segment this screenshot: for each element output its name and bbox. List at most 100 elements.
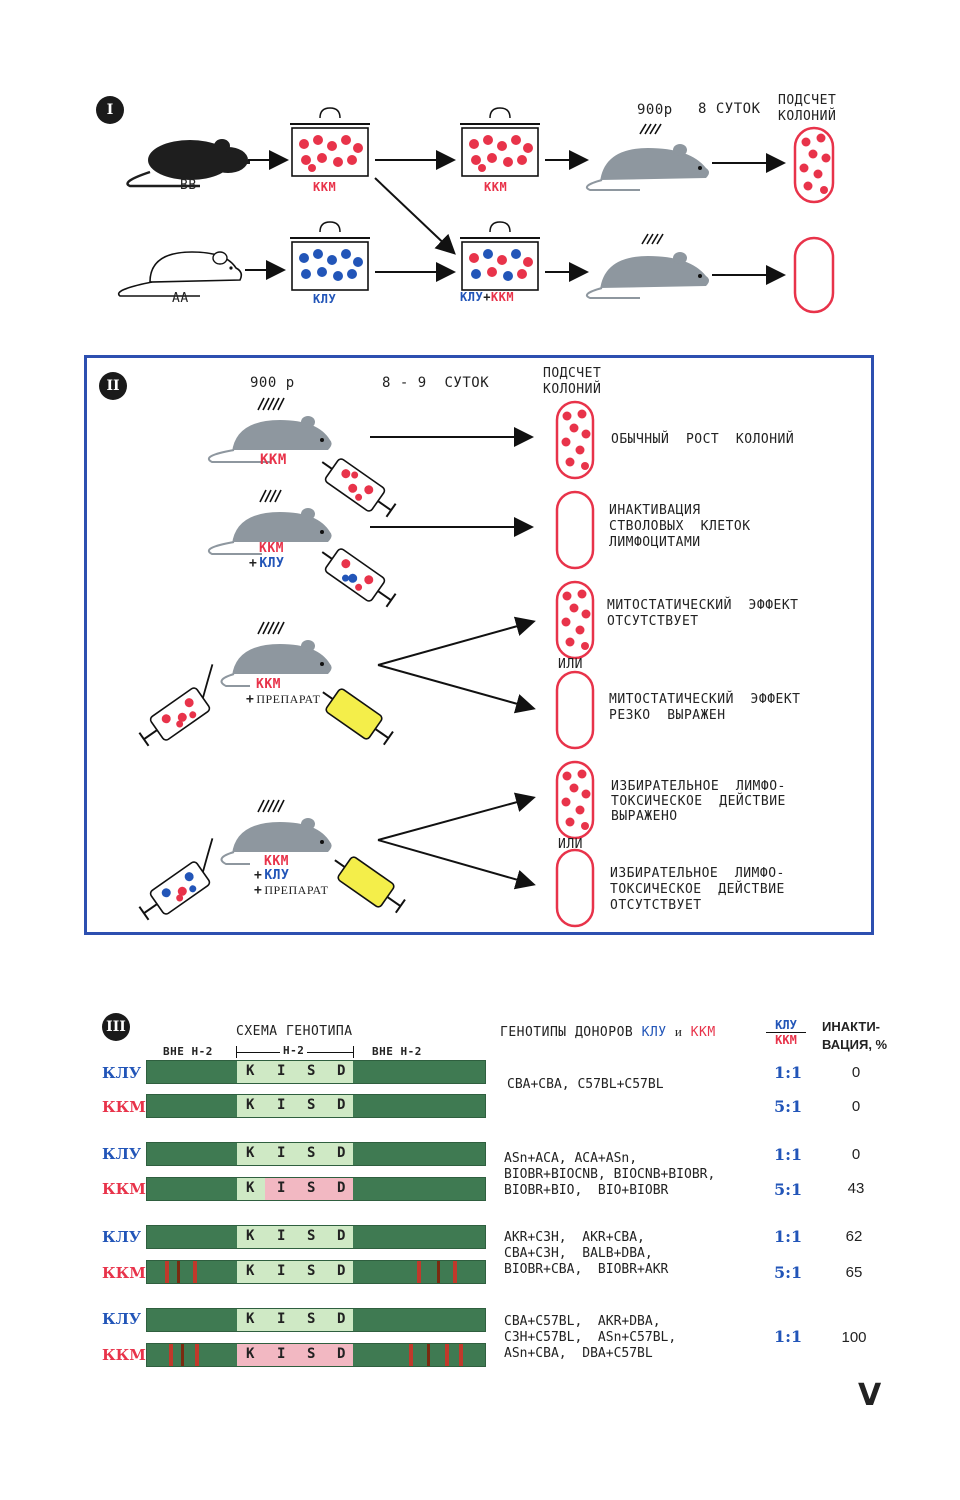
colony-count-label-2: ПОДСЧЕТ КОЛОНИЙ <box>543 366 602 397</box>
row2-klu-label: КЛУ <box>259 556 285 571</box>
inactivation-value: 0 <box>851 1146 861 1163</box>
section-2-diagram <box>138 397 595 928</box>
locus-d: D <box>337 1263 346 1279</box>
mouse-bb-label: BB <box>180 178 197 193</box>
spleen-colonies-icon-2 <box>555 580 595 660</box>
row-kkm-label: ККМ <box>102 1264 146 1282</box>
days-label: 8 СУТОК <box>698 101 761 117</box>
row4-result-a: ИЗБИРАТЕЛЬНОЕ ЛИМФО- ТОКСИЧЕСКОЕ ДЕЙСТВИ… <box>611 779 786 824</box>
locus-d: D <box>337 1145 346 1161</box>
spleen-empty-icon-3 <box>555 848 595 928</box>
locus-k: K <box>246 1180 255 1196</box>
locus-d: D <box>337 1346 346 1362</box>
row4-klu-line: +КЛУ <box>254 869 328 883</box>
dose-label: 900р <box>637 102 673 118</box>
h2-range: Н-2 <box>236 1044 354 1060</box>
grey-mouse-icon-4 <box>220 799 332 865</box>
row4-labels: ККМ +КЛУ +ПРЕПАРАТ <box>254 855 328 898</box>
ratio-header: КЛУ ККМ <box>766 1018 806 1047</box>
inactivation-header: ИНАКТИ- ВАЦИЯ, % <box>822 1019 888 1052</box>
locus-d: D <box>337 1228 346 1244</box>
row-klu-label: КЛУ <box>102 1228 142 1246</box>
donor-genotypes: CBA+CBA, C57BL+C57BL <box>507 1077 664 1092</box>
donors-klu: КЛУ <box>641 1025 667 1040</box>
plus-sign: + <box>246 692 255 707</box>
row2-result: ИНАКТИВАЦИЯ СТВОЛОВЫХ КЛЕТОК ЛИМФОЦИТАМИ <box>609 503 751 550</box>
locus-s: S <box>307 1063 316 1079</box>
locus-i: I <box>277 1311 286 1327</box>
h2-label: Н-2 <box>280 1044 308 1057</box>
white-mouse-icon <box>117 251 243 297</box>
grey-mouse-icon <box>207 397 332 463</box>
locus-k: K <box>246 1311 255 1327</box>
inactivation-value: 62 <box>845 1228 863 1245</box>
locus-s: S <box>307 1346 316 1362</box>
row3-drug-label: ПРЕПАРАТ <box>256 692 321 706</box>
locus-d: D <box>337 1311 346 1327</box>
locus-s: S <box>307 1180 316 1196</box>
row-klu-label: КЛУ <box>102 1064 142 1082</box>
locus-s: S <box>307 1097 316 1113</box>
culture-dish-kkm <box>290 107 370 177</box>
locus-s: S <box>307 1145 316 1161</box>
locus-d: D <box>337 1063 346 1079</box>
donor-genotypes: CBA+C57BL, AKR+DBA, C3H+C57BL, ASn+C57BL… <box>504 1314 677 1361</box>
row-klu-label: КЛУ <box>102 1310 142 1328</box>
row-kkm-label: ККМ <box>102 1180 146 1198</box>
syringe-yellow-icon-2 <box>334 856 406 914</box>
scheme-title: СХЕМА ГЕНОТИПА <box>236 1024 353 1039</box>
grey-mouse-icon-2 <box>207 489 332 555</box>
mouse-aa-label: AA <box>172 291 189 306</box>
irradiated-mouse-icon <box>586 123 709 191</box>
spleen-colonies-icon-3 <box>555 760 595 840</box>
locus-k: K <box>246 1228 255 1244</box>
row-kkm-label: ККМ <box>102 1098 146 1116</box>
section-number-1: I <box>96 96 124 124</box>
row4-or: ИЛИ <box>558 837 583 852</box>
ratio-value: 1:1 <box>774 1063 803 1082</box>
locus-i: I <box>277 1097 286 1113</box>
row-klu-label: КЛУ <box>102 1145 142 1163</box>
ratio-value: 5:1 <box>774 1180 803 1199</box>
row2-klu-line: +КЛУ <box>249 556 284 571</box>
section-number-3: III <box>102 1013 130 1041</box>
plus-sign: + <box>254 868 263 883</box>
inactivation-value: 43 <box>847 1180 865 1197</box>
ratio-value: 1:1 <box>774 1145 803 1164</box>
row1-kkm-label: ККМ <box>260 452 287 468</box>
culture-dish-mixed <box>460 221 540 291</box>
dish-mixed-label: КЛУ+ККМ <box>460 290 514 304</box>
dose-label-2: 900 р <box>250 375 295 391</box>
spleen-colonies-icon <box>555 400 595 480</box>
locus-d: D <box>337 1097 346 1113</box>
ratio-value: 5:1 <box>774 1097 803 1116</box>
locus-s: S <box>307 1263 316 1279</box>
row4-kkm-label: ККМ <box>264 854 289 869</box>
section-2-frame <box>84 355 874 935</box>
inactivation-value: 0 <box>851 1098 861 1115</box>
dish-mixed-klu: КЛУ <box>460 290 484 304</box>
ratio-header-kkm: ККМ <box>775 1033 797 1047</box>
locus-k: K <box>246 1097 255 1113</box>
locus-d: D <box>337 1180 346 1196</box>
dish-klu-label: КЛУ <box>313 292 337 306</box>
inactivation-value: 0 <box>851 1064 861 1081</box>
row3-drug-line: +ПРЕПАРАТ <box>246 692 320 707</box>
row3-labels: ККМ +ПРЕПАРАТ <box>246 677 320 707</box>
donor-genotypes: ASn+ACA, ACA+ASn, BIOBR+BIOCNB, BIOCNB+B… <box>504 1151 716 1198</box>
locus-i: I <box>277 1180 286 1196</box>
row3-result-a: МИТОСТАТИЧЕСКИЙ ЭФФЕКТ ОТСУТСТВУЕТ <box>607 598 799 629</box>
section-number-2: II <box>99 372 127 400</box>
locus-i: I <box>277 1063 286 1079</box>
section-1-diagram <box>117 107 835 314</box>
locus-k: K <box>246 1145 255 1161</box>
locus-s: S <box>307 1311 316 1327</box>
spleen-empty-icon-2 <box>555 670 595 750</box>
plus-sign: + <box>254 883 263 898</box>
spleen-empty-icon <box>555 490 595 570</box>
ratio-header-klu: КЛУ <box>766 1018 806 1033</box>
